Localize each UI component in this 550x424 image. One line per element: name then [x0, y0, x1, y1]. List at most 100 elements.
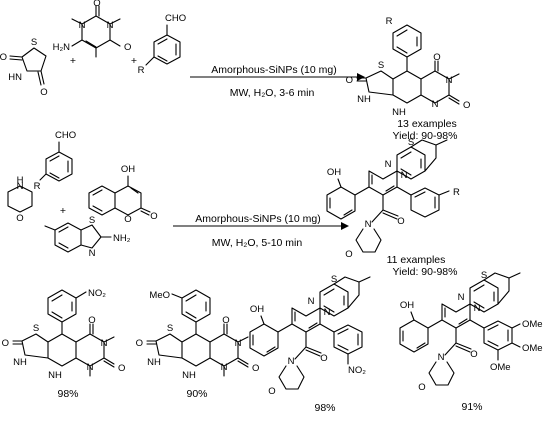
atom-o: O — [470, 349, 477, 360]
product-2-structure: S N N OH O N O R — [326, 137, 460, 260]
yield-label: 98% — [314, 402, 335, 414]
example-product-nitrophenyl: NO₂ O S NH NH O N N O — [2, 288, 126, 381]
r-group: R — [453, 187, 460, 198]
atom-no2: NO₂ — [88, 288, 106, 299]
benzaldehyde-structure: CHO R — [138, 13, 187, 76]
plus-sign: + — [60, 205, 66, 217]
atom-h2n: H₂N — [53, 42, 71, 53]
atom-nh: NH — [392, 107, 406, 118]
atom-n: N — [308, 296, 315, 307]
atom-o: O — [222, 315, 229, 326]
r-group: R — [138, 65, 145, 76]
atom-o: O — [252, 363, 259, 374]
atom-oh: OH — [327, 167, 341, 178]
atom-o: O — [118, 363, 125, 374]
atom-n: N — [365, 219, 372, 230]
atom-s: S — [167, 323, 173, 334]
aminobenzothiazole-structure: S N NH₂ — [44, 215, 131, 259]
atom-nh: NH — [147, 357, 161, 368]
reaction-arrow-1: Amorphous-SiNPs (10 mg) MW, H₂O, 3-6 min — [190, 64, 365, 99]
atom-n: N — [324, 307, 331, 318]
reaction-1: O S HN O + O N N O H₂N + CHO R — [0, 0, 470, 142]
atom-n: N — [89, 248, 96, 259]
atom-o: O — [16, 213, 23, 224]
yield-label: 91% — [461, 401, 482, 413]
atom-n: N — [446, 75, 453, 86]
atom-cho: CHO — [165, 13, 186, 24]
atom-o: O — [346, 75, 353, 86]
atom-n: N — [288, 356, 295, 367]
atom-h: H — [17, 175, 24, 186]
condition-solvent-time: MW, H₂O, 3-6 min — [230, 87, 315, 99]
atom-o: O — [463, 100, 470, 111]
atom-n: N — [401, 170, 408, 181]
atom-s: S — [331, 274, 337, 285]
atom-nh: NH — [13, 357, 27, 368]
atom-o: O — [88, 315, 95, 326]
condition-solvent-time: MW, H₂O, 5-10 min — [212, 237, 303, 249]
r-group: R — [34, 181, 41, 192]
atom-o: O — [124, 42, 131, 53]
atom-oh: OH — [400, 300, 414, 311]
atom-nh: NH — [357, 94, 371, 105]
aminouracil-structure: O N N O H₂N — [53, 0, 131, 58]
atom-s: S — [31, 37, 37, 48]
examples-count-1: 13 examples — [397, 118, 457, 130]
plus-sign: + — [70, 55, 76, 67]
atom-n: N — [438, 352, 445, 363]
atom-o: O — [2, 338, 9, 349]
example-product-methoxyphenyl: MeO O S NH NH O N N O — [136, 289, 259, 381]
reaction-arrow-2: Amorphous-SiNPs (10 mg) MW, H₂O, 5-10 mi… — [173, 213, 349, 249]
atom-ome: OMe — [522, 319, 543, 330]
hydroxycoumarin-structure: OH O O — [88, 164, 158, 225]
atom-hn: HN — [8, 72, 22, 83]
atom-s: S — [89, 215, 95, 226]
plus-sign: + — [131, 55, 137, 67]
atom-nh: NH — [48, 370, 62, 381]
atom-o: O — [0, 52, 7, 63]
atom-o: O — [93, 0, 100, 9]
morpholine-structure: H N O — [7, 175, 33, 224]
atom-s: S — [33, 323, 39, 334]
product-1-structure: R O S NH NH O N N O — [346, 16, 471, 118]
atom-n: N — [107, 20, 114, 31]
atom-s: S — [481, 270, 487, 281]
atom-n: N — [221, 362, 228, 373]
example-product-benzothiazolopyrimidine-trimethoxy: S N N OH O N O OMe OMe OMe — [399, 270, 543, 393]
yield-range-1: Yield: 90-98% — [393, 130, 458, 142]
atom-ome: OMe — [490, 362, 511, 373]
examples-count-2: 11 examples — [387, 254, 446, 266]
condition-catalyst: Amorphous-SiNPs (10 mg) — [195, 213, 320, 225]
atom-n: N — [432, 99, 439, 110]
atom-ome: OMe — [522, 343, 543, 354]
example-product-benzothiazolopyrimidine-nitro: S N N OH O N O NO₂ — [249, 274, 371, 397]
atom-o: O — [397, 216, 404, 227]
thiazolidinedione-structure: O S HN O — [0, 37, 48, 98]
benzaldehyde-structure: CHO R — [34, 130, 77, 192]
atom-n: N — [87, 362, 94, 373]
atom-o: O — [433, 52, 440, 63]
atom-o: O — [345, 249, 352, 260]
r-group: R — [386, 16, 393, 27]
atom-s: S — [408, 137, 414, 148]
atom-oh: OH — [250, 304, 264, 315]
atom-o: O — [150, 211, 157, 222]
atom-o: O — [136, 338, 143, 349]
atom-n: N — [385, 159, 392, 170]
atom-o: O — [320, 353, 327, 364]
atom-n: N — [17, 181, 24, 192]
atom-s: S — [378, 60, 384, 71]
atom-no2: NO₂ — [348, 365, 366, 376]
yield-range-2: Yield: 90-98% — [393, 266, 458, 278]
atom-n: N — [458, 292, 465, 303]
atom-o: O — [418, 382, 425, 393]
atom-o: O — [124, 214, 131, 225]
atom-n: N — [474, 303, 481, 314]
atom-oh: OH — [121, 164, 135, 175]
atom-nh: NH — [182, 370, 196, 381]
atom-nh2: NH₂ — [113, 233, 131, 244]
condition-catalyst: Amorphous-SiNPs (10 mg) — [211, 64, 336, 76]
atom-cho: CHO — [55, 130, 76, 141]
atom-n: N — [101, 338, 108, 349]
